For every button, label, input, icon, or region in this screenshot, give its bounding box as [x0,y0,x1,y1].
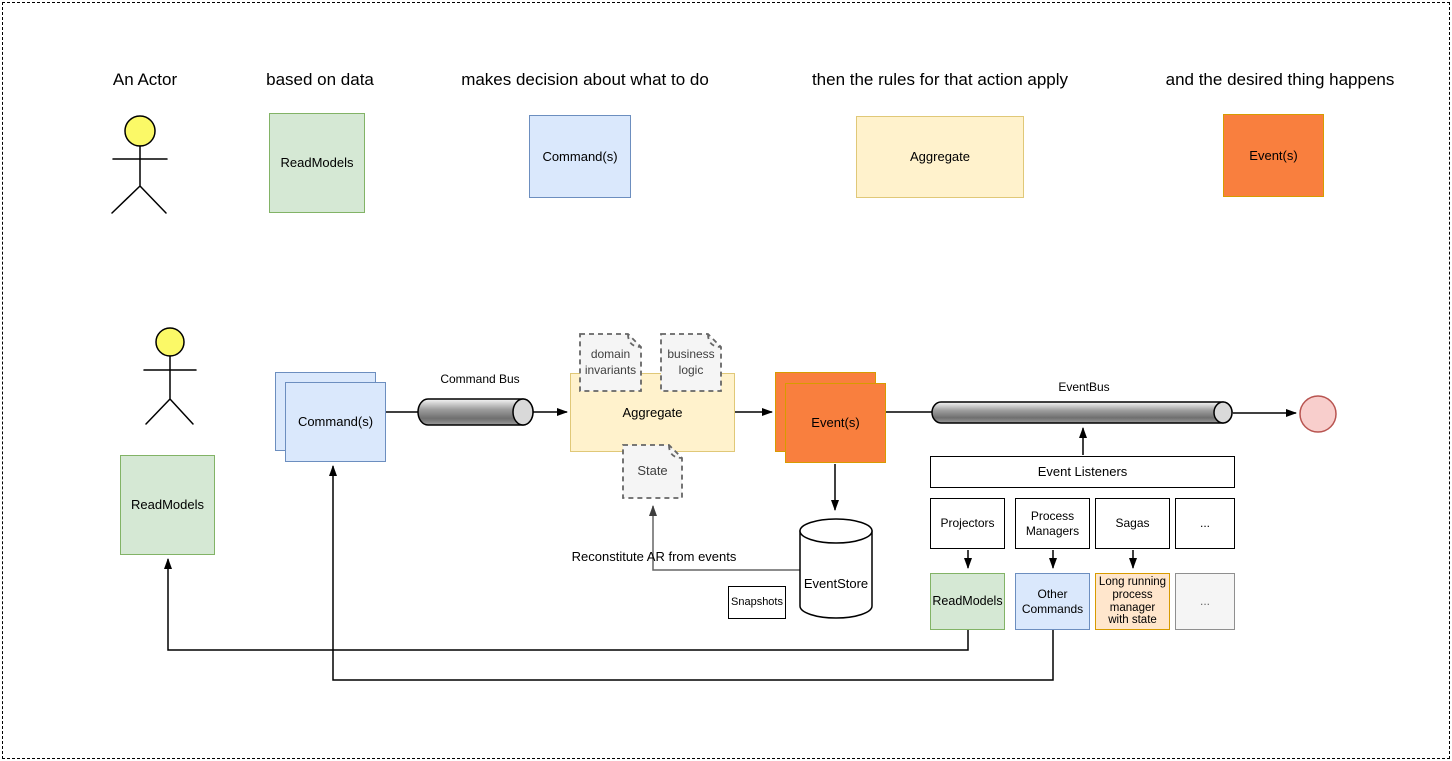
actor-figure-top [111,115,168,214]
event-store-cylinder [799,518,873,619]
caption-desired-thing: and the desired thing happens [1165,70,1395,89]
caption-rules-apply: then the rules for that action apply [811,70,1069,89]
node-event-listeners: Event Listeners [930,456,1235,488]
node-events-top: Event(s) [1223,114,1324,197]
arrow-othercommands-feedback [329,465,1054,681]
note-domain-invariants [579,333,642,392]
node-snapshots: Snapshots [728,586,786,619]
note-state [622,444,683,499]
event-bus-pipe [931,401,1233,424]
node-projectors: Projectors [930,498,1005,549]
label-event-bus: EventBus [1058,380,1110,394]
arrow-eventstore-to-state [649,505,800,571]
note-domain-invariants-label: domain invariants [584,346,637,377]
node-long-running-pm: Long running process manager with state [1095,573,1170,630]
actor-figure-flow [143,327,197,425]
note-state-label: State [637,463,668,479]
command-bus-pipe [417,398,534,426]
caption-based-on-data: based on data [266,70,374,89]
node-commands-flow: Command(s) [285,382,386,462]
node-listener-more: ... [1175,498,1235,549]
label-command-bus: Command Bus [440,372,520,386]
arrow-readmodels-feedback [164,558,969,651]
node-process-managers: Process Managers [1015,498,1090,549]
caption-an-actor: An Actor [112,70,178,89]
label-reconstitute: Reconstitute AR from events [571,549,737,564]
node-readmodels-top: ReadModels [269,113,365,213]
caption-makes-decision: makes decision about what to do [461,70,709,89]
node-readmodels-flow: ReadModels [120,455,215,555]
node-sagas: Sagas [1095,498,1170,549]
node-output-more: ... [1175,573,1235,630]
node-events-flow: Event(s) [785,383,886,463]
node-aggregate-top: Aggregate [856,116,1024,198]
node-readmodels-output: ReadModels [930,573,1005,630]
node-other-commands: Other Commands [1015,573,1090,630]
label-event-store: EventStore [803,576,869,591]
node-commands-top: Command(s) [529,115,631,198]
note-business-logic [660,333,722,392]
note-business-logic-label: business logic [667,346,715,377]
end-state-circle [1299,395,1337,433]
